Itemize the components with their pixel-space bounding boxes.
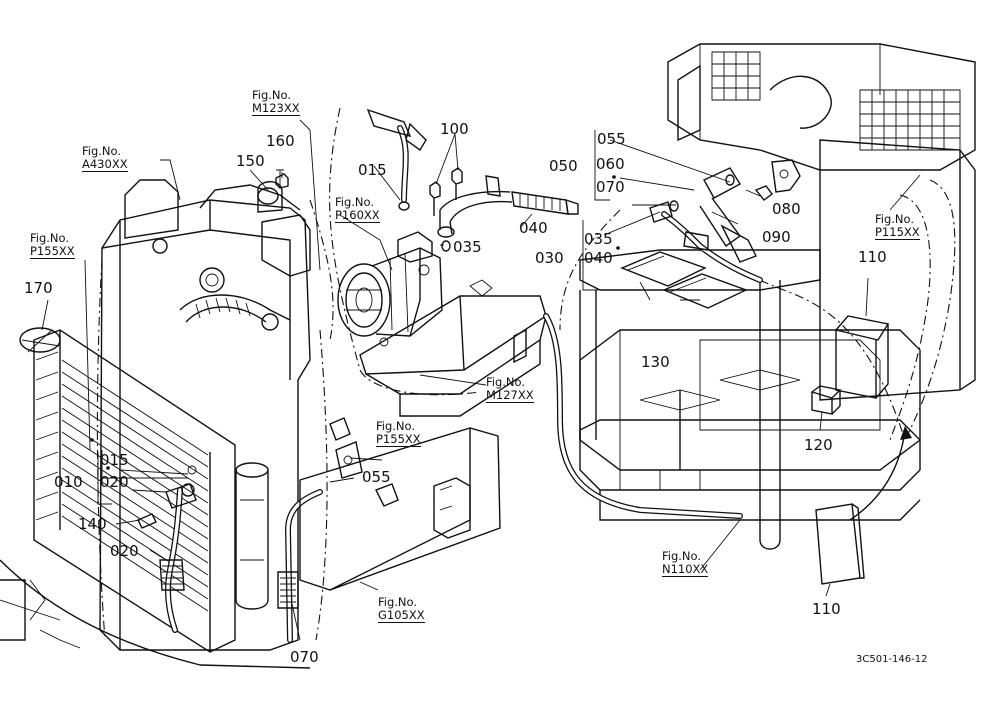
fig-ref-p115: Fig.No. P115XX <box>875 213 920 240</box>
fig-ref-code: N110XX <box>662 562 709 577</box>
drawing-code: 3C501-146-12 <box>856 654 928 665</box>
fig-ref-code: P155XX <box>376 432 421 447</box>
part-number-150: 150 <box>236 152 265 170</box>
fig-ref-p155-left: Fig.No. P155XX <box>30 232 75 259</box>
part-number-015-left: 015 <box>100 451 129 469</box>
fig-ref-title: Fig.No. <box>486 375 526 389</box>
fig-ref-p155-mid: Fig.No. P155XX <box>376 420 421 447</box>
part-number-055-mid: 055 <box>362 468 391 486</box>
part-number-040-mid: 040 <box>584 249 613 267</box>
part-number-035-top: 035 <box>453 238 482 256</box>
part-number-130: 130 <box>641 353 670 371</box>
fig-ref-title: Fig.No. <box>335 195 375 209</box>
fig-ref-title: Fig.No. <box>875 212 915 226</box>
discharge-fittings <box>649 159 801 283</box>
part-number-055-top: 055 <box>597 130 626 148</box>
part-number-035-mid: 035 <box>584 230 613 248</box>
part-number-120: 120 <box>804 436 833 454</box>
fig-ref-code: A430XX <box>82 157 128 172</box>
part-number-160: 160 <box>266 132 295 150</box>
part-number-030: 030 <box>535 249 564 267</box>
fig-ref-code: M123XX <box>252 101 300 116</box>
fig-ref-a430: Fig.No. A430XX <box>82 145 128 172</box>
part-number-170: 170 <box>24 279 53 297</box>
fig-ref-m123: Fig.No. M123XX <box>252 89 300 116</box>
part-number-015-top: 015 <box>358 161 387 179</box>
cab-structure <box>579 43 976 585</box>
part-number-050: 050 <box>549 157 578 175</box>
part-number-090: 090 <box>762 228 791 246</box>
fig-ref-title: Fig.No. <box>378 595 418 609</box>
compressor-assembly <box>257 107 743 591</box>
fig-ref-code: P115XX <box>875 225 920 240</box>
fig-ref-title: Fig.No. <box>82 144 122 158</box>
part-number-110-top: 110 <box>858 248 887 266</box>
fig-ref-n110: Fig.No. N110XX <box>662 549 709 577</box>
fig-ref-code: P155XX <box>30 244 75 259</box>
part-number-010: 010 <box>54 473 83 491</box>
leader-lines <box>41 119 921 641</box>
part-number-020-left: 020 <box>100 473 129 491</box>
fig-ref-code: M127XX <box>486 388 534 403</box>
part-number-060: 060 <box>596 155 625 173</box>
part-number-110-bottom: 110 <box>812 600 841 618</box>
fig-ref-title: Fig.No. <box>252 88 292 102</box>
part-number-070-bottom: 070 <box>290 648 319 666</box>
fig-ref-title: Fig.No. <box>30 231 70 245</box>
radiator-assembly <box>0 169 334 669</box>
fig-ref-g105: Fig.No. G105XX <box>378 596 425 623</box>
fig-ref-code: P160XX <box>335 208 380 223</box>
fig-ref-p160: Fig.No. P160XX <box>335 196 380 223</box>
fig-ref-title: Fig.No. <box>662 549 702 563</box>
fig-ref-code: G105XX <box>378 608 425 623</box>
part-number-100: 100 <box>440 120 469 138</box>
fig-ref-title: Fig.No. <box>376 419 416 433</box>
part-number-140: 140 <box>78 515 107 533</box>
part-number-040-top: 040 <box>519 219 548 237</box>
part-number-020-bottom: 020 <box>110 542 139 560</box>
callout-dots <box>90 130 620 505</box>
fig-ref-m127: Fig.No. M127XX <box>486 376 534 403</box>
part-number-080: 080 <box>772 200 801 218</box>
part-number-070-top: 070 <box>596 178 625 196</box>
